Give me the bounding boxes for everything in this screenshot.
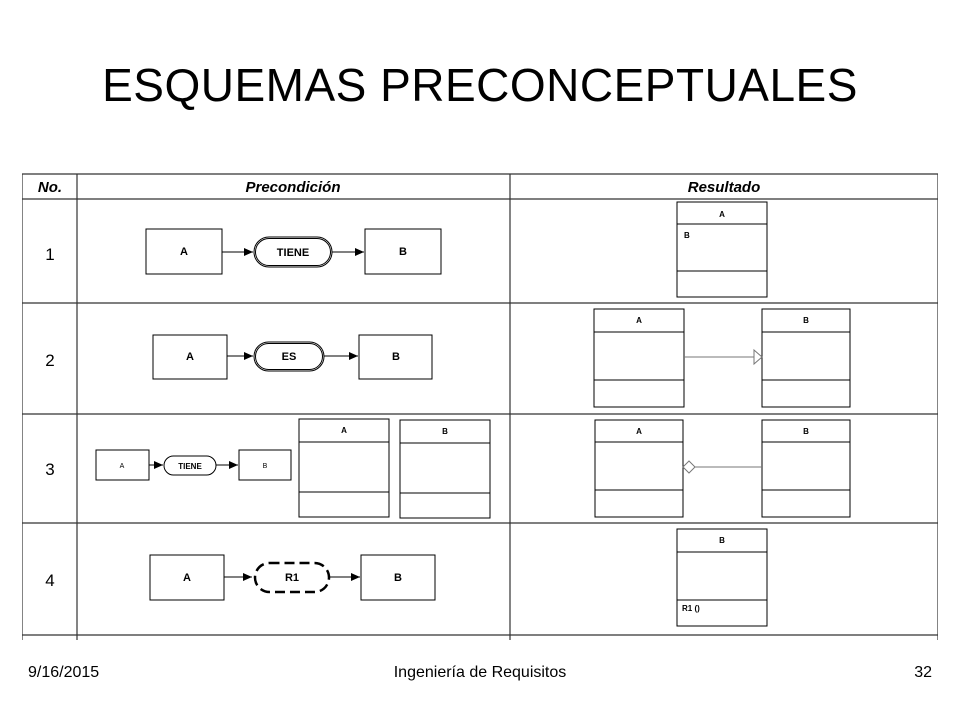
row2-precondition-diagram: [152, 334, 433, 380]
row3-source-label: A: [120, 463, 125, 470]
row1-source-label: A: [180, 246, 188, 258]
row3-relation-label: TIENE: [178, 462, 202, 471]
concept-box-b: [360, 554, 436, 601]
row-number-4: 4: [45, 571, 54, 590]
row1-precondition-diagram: [145, 228, 442, 275]
row-number-1: 1: [45, 245, 54, 264]
row1-result-class: [676, 201, 768, 298]
aggregation-diamond-icon: [682, 460, 696, 474]
footer-page-number: 32: [914, 664, 932, 681]
footer-date: 9/16/2015: [28, 664, 100, 681]
row2-source-label: A: [186, 351, 194, 363]
table-grid: No. Precondición Resultado 1 2 3 4 A TIE…: [22, 173, 938, 640]
row3-result-classes: [594, 419, 851, 518]
row4-class-operation: R1 (): [682, 604, 700, 613]
row1-relation-label: TIENE: [277, 247, 309, 259]
row2-result-classes: [593, 308, 851, 408]
row1-target-label: B: [399, 246, 407, 258]
row4-relation-label: R1: [285, 572, 299, 584]
header-no: No.: [38, 179, 62, 196]
class-box-b: [399, 419, 491, 519]
row4-source-label: A: [183, 572, 191, 584]
preconceptual-table: No. Precondición Resultado 1 2 3 4 A TIE…: [22, 172, 938, 640]
slide-title: ESQUEMAS PRECONCEPTUALES: [102, 59, 858, 111]
row2-left-class-name: A: [636, 316, 642, 325]
row3-precondition-diagram: [95, 418, 491, 519]
row-number-3: 3: [45, 460, 54, 479]
row1-class-name: A: [719, 210, 725, 219]
row3-right-class-name: B: [803, 427, 809, 436]
row2-relation-label: ES: [282, 351, 297, 363]
footer-course-title: Ingeniería de Requisitos: [393, 664, 567, 681]
row3-class-b-name: B: [442, 427, 448, 436]
header-result: Resultado: [688, 179, 761, 196]
generalization-triangle-icon: [753, 348, 763, 366]
row-number-2: 2: [45, 351, 54, 370]
grid-lines: [22, 173, 938, 640]
row2-right-class-name: B: [803, 316, 809, 325]
concept-box-b: [238, 449, 292, 481]
row1-class-attribute: B: [684, 231, 690, 240]
row3-class-a-name: A: [341, 426, 347, 435]
concept-box-a: [152, 334, 228, 380]
class-box-a: [298, 418, 390, 518]
row4-result-class: [676, 528, 768, 627]
row3-target-label: B: [263, 463, 268, 470]
row4-class-name: B: [719, 536, 725, 545]
concept-box-b: [358, 334, 433, 380]
row3-left-class-name: A: [636, 427, 642, 436]
row4-target-label: B: [394, 572, 402, 584]
concept-box-b: [364, 228, 442, 275]
row2-target-label: B: [392, 351, 400, 363]
row4-precondition-diagram: [149, 554, 436, 601]
header-precondition: Precondición: [245, 179, 340, 196]
